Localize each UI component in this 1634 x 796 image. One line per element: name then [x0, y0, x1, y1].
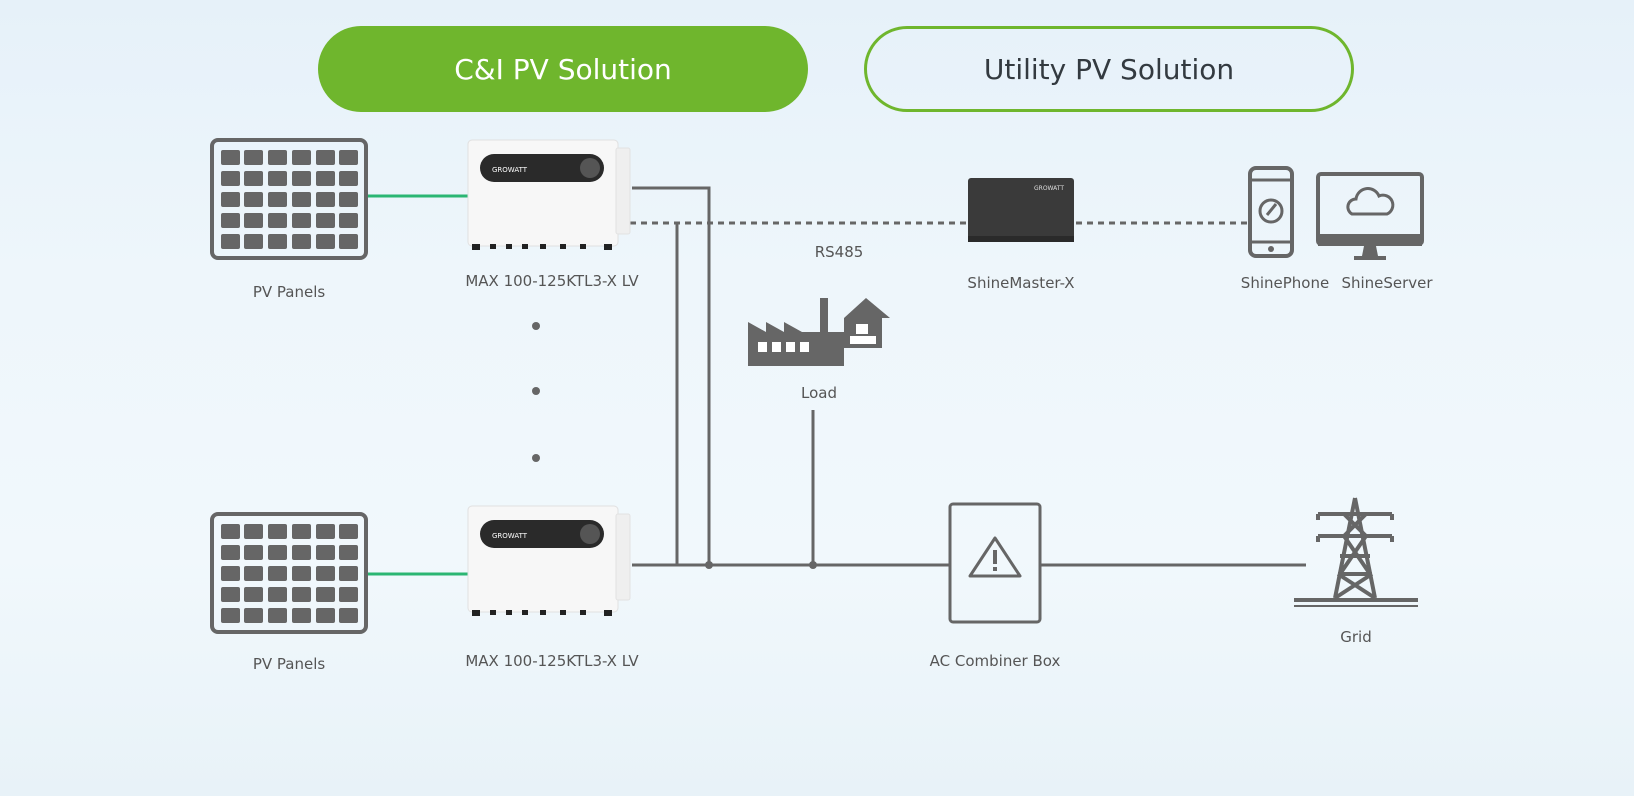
shinemaster-device-icon: GROWATT: [968, 178, 1074, 242]
junction-dot: [809, 561, 817, 569]
pv-panel-icon-bottom: [210, 512, 368, 634]
pv-panels-label-bottom: PV Panels: [252, 655, 326, 673]
inverter-icon-bottom: GROWATT: [467, 505, 631, 616]
transmission-tower-icon: [1294, 497, 1418, 607]
inverter-label-top: MAX 100-125KTL3-X LV: [465, 272, 639, 290]
factory-icon: [748, 298, 890, 366]
tab-utility-pv-solution-label: Utility PV Solution: [983, 52, 1235, 86]
shinephone-label: ShinePhone: [1240, 274, 1330, 292]
monitor-cloud-icon: [1316, 172, 1424, 260]
smartphone-icon: [1248, 166, 1294, 258]
tab-utility-pv-solution[interactable]: Utility PV Solution: [864, 26, 1354, 112]
junction-dot: [705, 561, 713, 569]
inverter-brand-logo: GROWATT: [492, 166, 528, 174]
load-label: Load: [801, 384, 837, 402]
pv-panels-label-top: PV Panels: [252, 283, 326, 301]
inverter-label-bottom: MAX 100-125KTL3-X LV: [465, 652, 639, 670]
shinemaster-brand-logo: GROWATT: [1034, 185, 1064, 192]
inverter-icon-top: GROWATT: [467, 139, 631, 250]
shinemaster-label: ShineMaster-X: [967, 274, 1075, 292]
ellipsis-dots: [532, 322, 540, 462]
rs485-label: RS485: [814, 243, 864, 261]
ac-combiner-label: AC Combiner Box: [929, 652, 1061, 670]
ac-bus-lines: [632, 186, 1306, 567]
ac-combiner-box-icon: [948, 502, 1042, 624]
grid-label: Grid: [1340, 628, 1372, 646]
inverter-brand-logo: GROWATT: [492, 532, 528, 540]
pv-panel-icon-top: [210, 138, 368, 260]
shineserver-label: ShineServer: [1341, 274, 1433, 292]
tab-ci-pv-solution-label: C&I PV Solution: [454, 52, 672, 86]
tab-ci-pv-solution[interactable]: C&I PV Solution: [318, 26, 808, 112]
